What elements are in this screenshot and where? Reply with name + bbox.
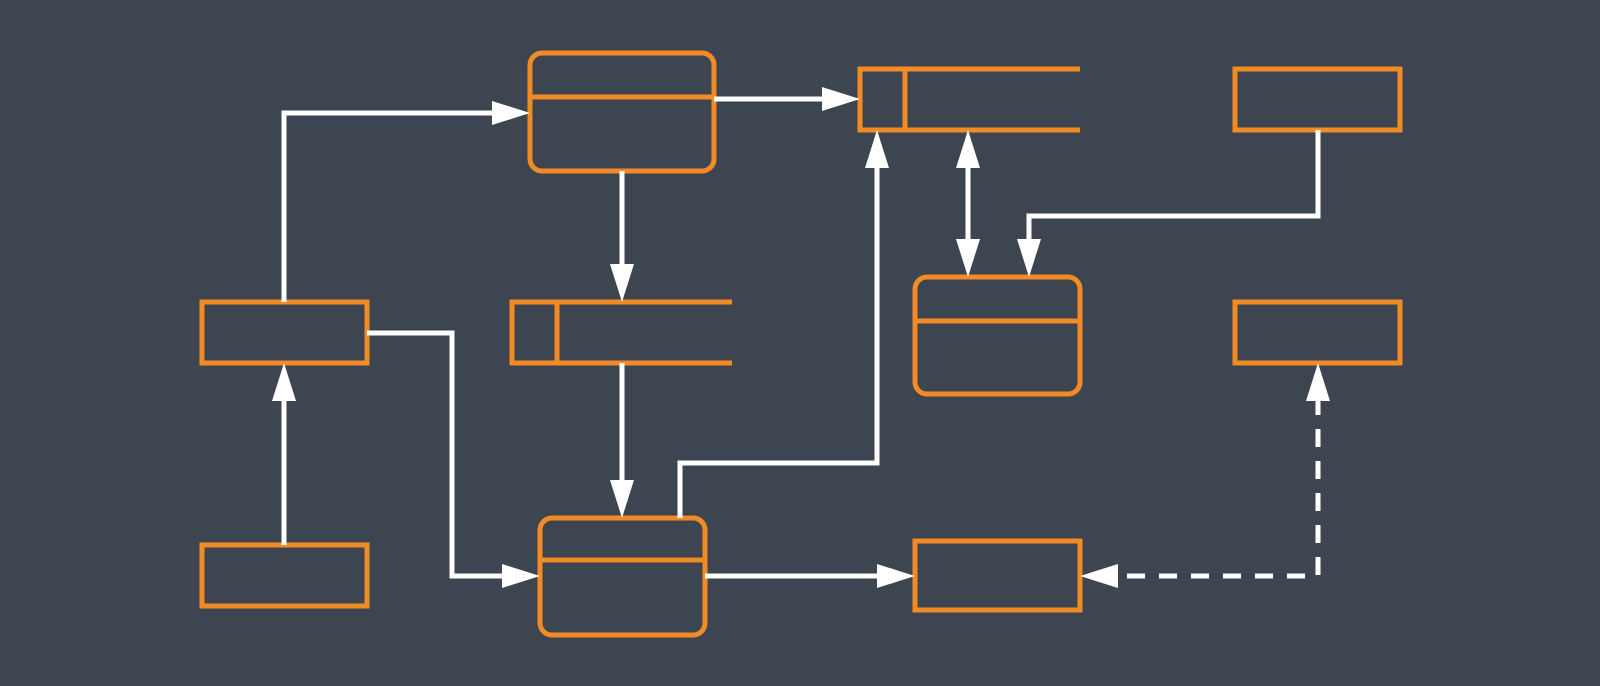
flow-process-top-to-datastore-top-arrowhead-end — [822, 87, 860, 111]
flow-entity-mid-right-entity-bottom-center-arrowhead-start — [1306, 363, 1330, 401]
entity-mid-right — [1232, 299, 1403, 366]
flow-datastore-top-process-mid-right — [956, 130, 980, 277]
flow-entity-mid-left-to-process-top-line — [281, 110, 496, 302]
process-mid-right-box — [912, 274, 1083, 397]
datastore-top-outline — [857, 66, 1080, 133]
flow-process-bottom-to-entity-bottom-center — [705, 564, 915, 588]
entity-mid-right-box — [1232, 299, 1403, 366]
flow-datastore-top-process-mid-right-arrowhead-start — [956, 130, 980, 168]
flow-process-bottom-to-datastore-top-line — [677, 164, 880, 518]
flow-entity-mid-left-to-process-bottom-line — [367, 330, 506, 579]
flow-process-bottom-to-datastore-top — [677, 130, 889, 518]
flow-entity-bottom-left-to-entity-mid-left-arrowhead-end — [272, 363, 296, 401]
diagram-edges — [272, 87, 1330, 588]
flow-process-bottom-to-datastore-top-arrowhead-end — [865, 130, 889, 168]
flow-datastore-top-process-mid-right-arrowhead-end — [956, 239, 980, 277]
flow-entity-top-right-to-process-mid-right-arrowhead-end — [1017, 239, 1041, 277]
flow-entity-mid-left-to-process-top-arrowhead-end — [492, 101, 530, 125]
flow-entity-bottom-left-to-entity-mid-left — [272, 363, 296, 545]
flow-datastore-mid-to-process-bottom-arrowhead-end — [610, 480, 634, 518]
flow-process-top-to-datastore-mid-arrowhead-end — [610, 264, 634, 302]
flow-process-top-to-datastore-top — [714, 87, 860, 111]
flow-entity-top-right-to-process-mid-right-line — [1026, 130, 1321, 243]
entity-bottom-center — [912, 538, 1083, 613]
process-mid-right — [912, 274, 1083, 397]
flow-entity-mid-left-to-process-bottom — [367, 330, 540, 588]
entity-bottom-center-box — [912, 538, 1083, 613]
datastore-top — [857, 66, 1080, 133]
flow-entity-mid-left-to-process-bottom-arrowhead-end — [502, 564, 540, 588]
flow-entity-mid-right-entity-bottom-center-arrowhead-end — [1080, 564, 1118, 588]
flow-process-bottom-to-entity-bottom-center-arrowhead-end — [877, 564, 915, 588]
flow-datastore-mid-to-process-bottom — [610, 363, 634, 518]
flow-entity-top-right-to-process-mid-right — [1017, 130, 1321, 277]
flow-process-top-to-datastore-mid — [610, 171, 634, 302]
flow-entity-mid-left-to-process-top — [281, 101, 530, 302]
flow-entity-mid-right-entity-bottom-center — [1080, 363, 1330, 588]
